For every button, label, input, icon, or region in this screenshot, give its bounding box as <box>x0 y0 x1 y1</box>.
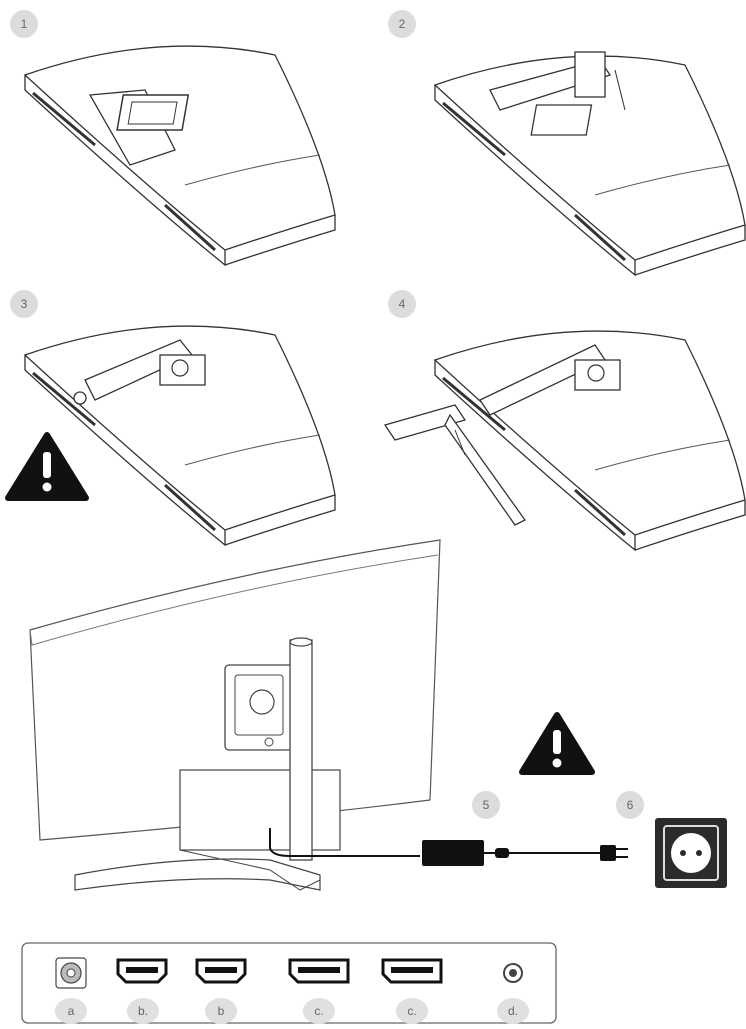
warning-triangle-icon <box>519 712 595 775</box>
dc-power-port-icon <box>55 957 87 989</box>
step-1-illustration <box>23 44 337 267</box>
port-panel <box>21 942 557 1024</box>
port-label-d: d. <box>497 998 529 1024</box>
power-cable <box>269 828 600 857</box>
displayport-icon <box>381 958 443 984</box>
step-3-badge: 3 <box>10 290 38 318</box>
step-4-illustration <box>383 329 746 552</box>
step-6-badge: 6 <box>616 791 644 819</box>
step-2-badge: 2 <box>388 10 416 38</box>
step-5-badge: 5 <box>472 791 500 819</box>
step-2-illustration <box>433 51 746 277</box>
port-label-b1: b. <box>127 998 159 1024</box>
power-adapter-icon <box>422 840 484 866</box>
hdmi-port-icon <box>116 958 168 984</box>
step-4-badge: 4 <box>388 290 416 318</box>
displayport-icon <box>288 958 350 984</box>
step-3-illustration <box>23 324 337 547</box>
audio-jack-icon <box>503 963 523 983</box>
step-1-badge: 1 <box>10 10 38 38</box>
hdmi-port-icon <box>195 958 247 984</box>
port-label-c2: c. <box>396 998 428 1024</box>
port-label-c1: c. <box>303 998 335 1024</box>
port-label-b2: b <box>205 998 237 1024</box>
port-label-a: a <box>55 998 87 1024</box>
power-plug-icon <box>495 845 628 861</box>
monitor-rear-illustration <box>29 539 441 891</box>
warning-triangle-icon <box>5 432 89 501</box>
power-socket-icon <box>655 818 727 888</box>
